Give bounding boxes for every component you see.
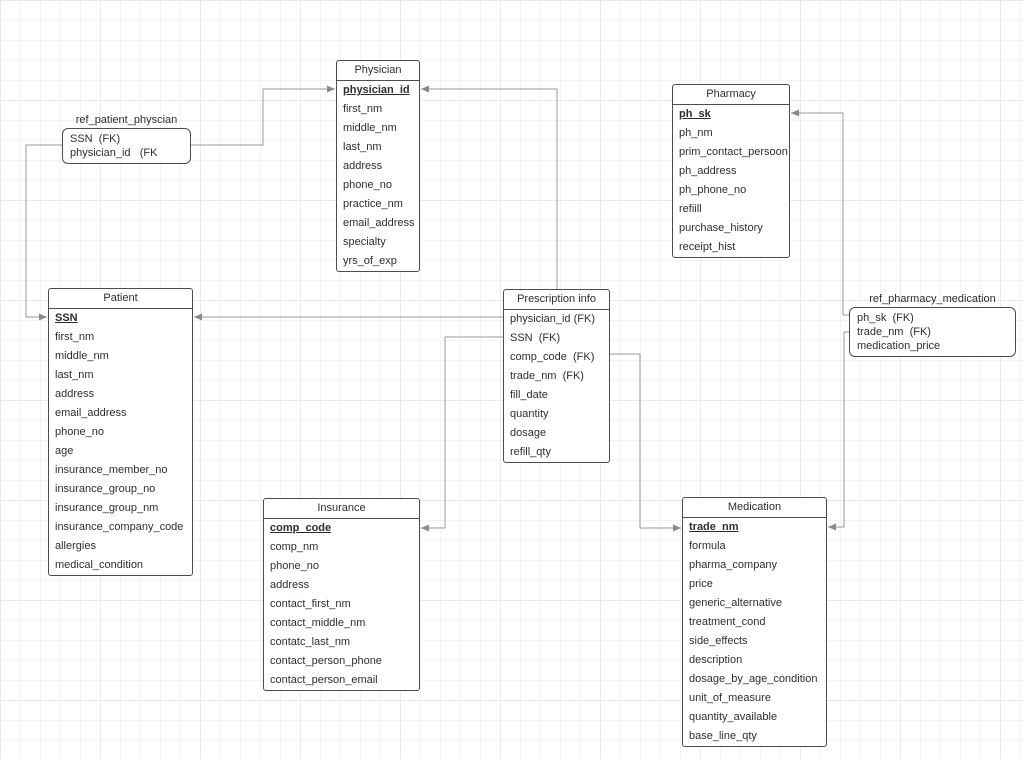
field-insurance-contact-person-phone: contact_person_phone — [270, 655, 382, 667]
label-ref-patient-physician: ref_patient_physcian — [75, 114, 178, 126]
refbox-ref-patient-physician[interactable]: SSN (FK) physician_id (FK — [62, 128, 191, 164]
field-physician-practice-nm: practice_nm — [343, 198, 403, 210]
field-insurance-comp-nm: comp_nm — [270, 541, 319, 553]
field-pharmacy-purchase-history: purchase_history — [679, 222, 763, 234]
field-patient-first-nm: first_nm — [55, 331, 95, 343]
entity-prescription-info[interactable]: Prescription info physician_id (FK) SSN (F… — [503, 289, 610, 463]
field-prescription-info-comp-code-fk: comp_code (FK) — [510, 351, 595, 363]
field-patient-middle-nm: middle_nm — [55, 350, 109, 362]
field-patient-insurance-company-code: insurance_company_code — [55, 521, 184, 533]
refbox-ref-pharmacy-medication[interactable]: ph_sk (FK) trade_nm (FK) medication_price — [849, 307, 1016, 357]
label-ref-pharmacy-medication: ref_pharmacy_medication — [869, 293, 996, 305]
connector-ref-patient-physician-to-physician[interactable] — [191, 88, 335, 146]
field-medication-base-line-qty: base_line_qty — [689, 730, 757, 742]
field-pharmacy-receipt-hist: receipt_hist — [679, 241, 736, 253]
field-patient-insurance-group-nm: insurance_group_nm — [55, 502, 159, 514]
field-physician-yrs-of-exp: yrs_of_exp — [343, 255, 397, 267]
arrowhead-ref-patient-physician-to-physician — [327, 85, 335, 93]
field-pharmacy-ph-sk: ph_sk — [679, 108, 711, 120]
field-ref-pharmacy-medication-ph-sk-fk: ph_sk (FK) — [857, 312, 914, 324]
connector-ref-pharmacy-medication-to-pharmacy[interactable] — [791, 112, 849, 316]
field-patient-address: address — [55, 388, 95, 400]
field-ref-pharmacy-medication-trade-nm-fk: trade_nm (FK) — [857, 326, 931, 338]
field-patient-email-address: email_address — [55, 407, 127, 419]
field-insurance-contact-middle-nm: contact_middle_nm — [270, 617, 366, 629]
entity-title-prescription-info: Prescription info — [504, 290, 609, 310]
field-physician-first-nm: first_nm — [343, 103, 383, 115]
entity-title-medication: Medication — [683, 498, 826, 518]
field-medication-formula: formula — [689, 540, 726, 552]
field-insurance-comp-code: comp_code — [270, 522, 332, 534]
field-ref-pharmacy-medication-medication-price: medication_price — [857, 340, 941, 352]
field-prescription-info-quantity: quantity — [510, 408, 549, 420]
field-insurance-address: address — [270, 579, 310, 591]
entity-title-physician: Physician — [337, 61, 419, 81]
connector-ref-pharmacy-medication-to-medication[interactable] — [828, 331, 849, 528]
entity-title-pharmacy: Pharmacy — [673, 85, 789, 105]
field-patient-age: age — [55, 445, 74, 457]
field-pharmacy-ph-phone-no: ph_phone_no — [679, 184, 747, 196]
entity-title-patient: Patient — [49, 289, 192, 309]
field-physician-last-nm: last_nm — [343, 141, 382, 153]
field-medication-dosage-by-age-condition: dosage_by_age_condition — [689, 673, 818, 685]
arrowhead-ref-patient-physician-to-patient — [39, 313, 47, 321]
field-medication-quantity-available: quantity_available — [689, 711, 778, 723]
field-prescription-info-ssn-fk: SSN (FK) — [510, 332, 561, 344]
field-patient-allergies: allergies — [55, 540, 96, 552]
arrowhead-prescription-to-medication — [673, 524, 681, 532]
field-pharmacy-ph-nm: ph_nm — [679, 127, 713, 139]
connector-prescription-to-physician[interactable] — [421, 88, 558, 290]
field-medication-price: price — [689, 578, 713, 590]
field-ref-patient-physician-physician-id-fk: physician_id (FK — [70, 147, 158, 159]
field-medication-unit-of-measure: unit_of_measure — [689, 692, 771, 704]
field-patient-insurance-group-no: insurance_group_no — [55, 483, 156, 495]
field-medication-generic-alternative: generic_alternative — [689, 597, 782, 609]
field-physician-middle-nm: middle_nm — [343, 122, 397, 134]
field-physician-address: address — [343, 160, 383, 172]
field-medication-trade-nm: trade_nm — [689, 521, 739, 533]
field-physician-phone-no: phone_no — [343, 179, 392, 191]
field-physician-specialty: specialty — [343, 236, 386, 248]
arrowhead-prescription-to-physician — [421, 85, 429, 93]
field-medication-treatment-cond: treatment_cond — [689, 616, 766, 628]
field-patient-ssn: SSN — [55, 312, 78, 324]
connector-ref-patient-physician-to-patient[interactable] — [25, 144, 62, 318]
field-patient-phone-no: phone_no — [55, 426, 104, 438]
field-insurance-contatc-last-nm: contatc_last_nm — [270, 636, 351, 648]
field-pharmacy-prim-contact-persoon: prim_contact_persoon — [679, 146, 788, 158]
field-prescription-info-refill-qty: refill_qty — [510, 446, 551, 458]
field-pharmacy-refiill: refiill — [679, 203, 702, 215]
field-insurance-phone-no: phone_no — [270, 560, 319, 572]
field-patient-insurance-member-no: insurance_member_no — [55, 464, 168, 476]
connector-prescription-to-medication[interactable] — [610, 353, 681, 529]
field-physician-physician-id: physician_id — [343, 84, 410, 96]
field-prescription-info-dosage: dosage — [510, 427, 547, 439]
arrowhead-prescription-to-patient — [194, 313, 202, 321]
field-prescription-info-trade-nm-fk: trade_nm (FK) — [510, 370, 584, 382]
field-prescription-info-physician-id-fk: physician_id (FK) — [510, 313, 595, 325]
connector-prescription-to-insurance[interactable] — [421, 336, 503, 529]
field-medication-pharma-company: pharma_company — [689, 559, 778, 571]
field-patient-last-nm: last_nm — [55, 369, 94, 381]
field-physician-email-address: email_address — [343, 217, 415, 229]
field-prescription-info-fill-date: fill_date — [510, 389, 548, 401]
field-insurance-contact-person-email: contact_person_email — [270, 674, 378, 686]
arrowhead-ref-pharmacy-medication-to-medication — [828, 523, 836, 531]
field-pharmacy-ph-address: ph_address — [679, 165, 737, 177]
field-insurance-contact-first-nm: contact_first_nm — [270, 598, 351, 610]
field-medication-side-effects: side_effects — [689, 635, 748, 647]
field-patient-medical-condition: medical_condition — [55, 559, 144, 571]
arrowhead-ref-pharmacy-medication-to-pharmacy — [791, 109, 799, 117]
field-medication-description: description — [689, 654, 743, 666]
field-ref-patient-physician-ssn-fk: SSN (FK) — [70, 133, 121, 145]
arrowhead-prescription-to-insurance — [421, 524, 429, 532]
entity-title-insurance: Insurance — [264, 499, 419, 519]
